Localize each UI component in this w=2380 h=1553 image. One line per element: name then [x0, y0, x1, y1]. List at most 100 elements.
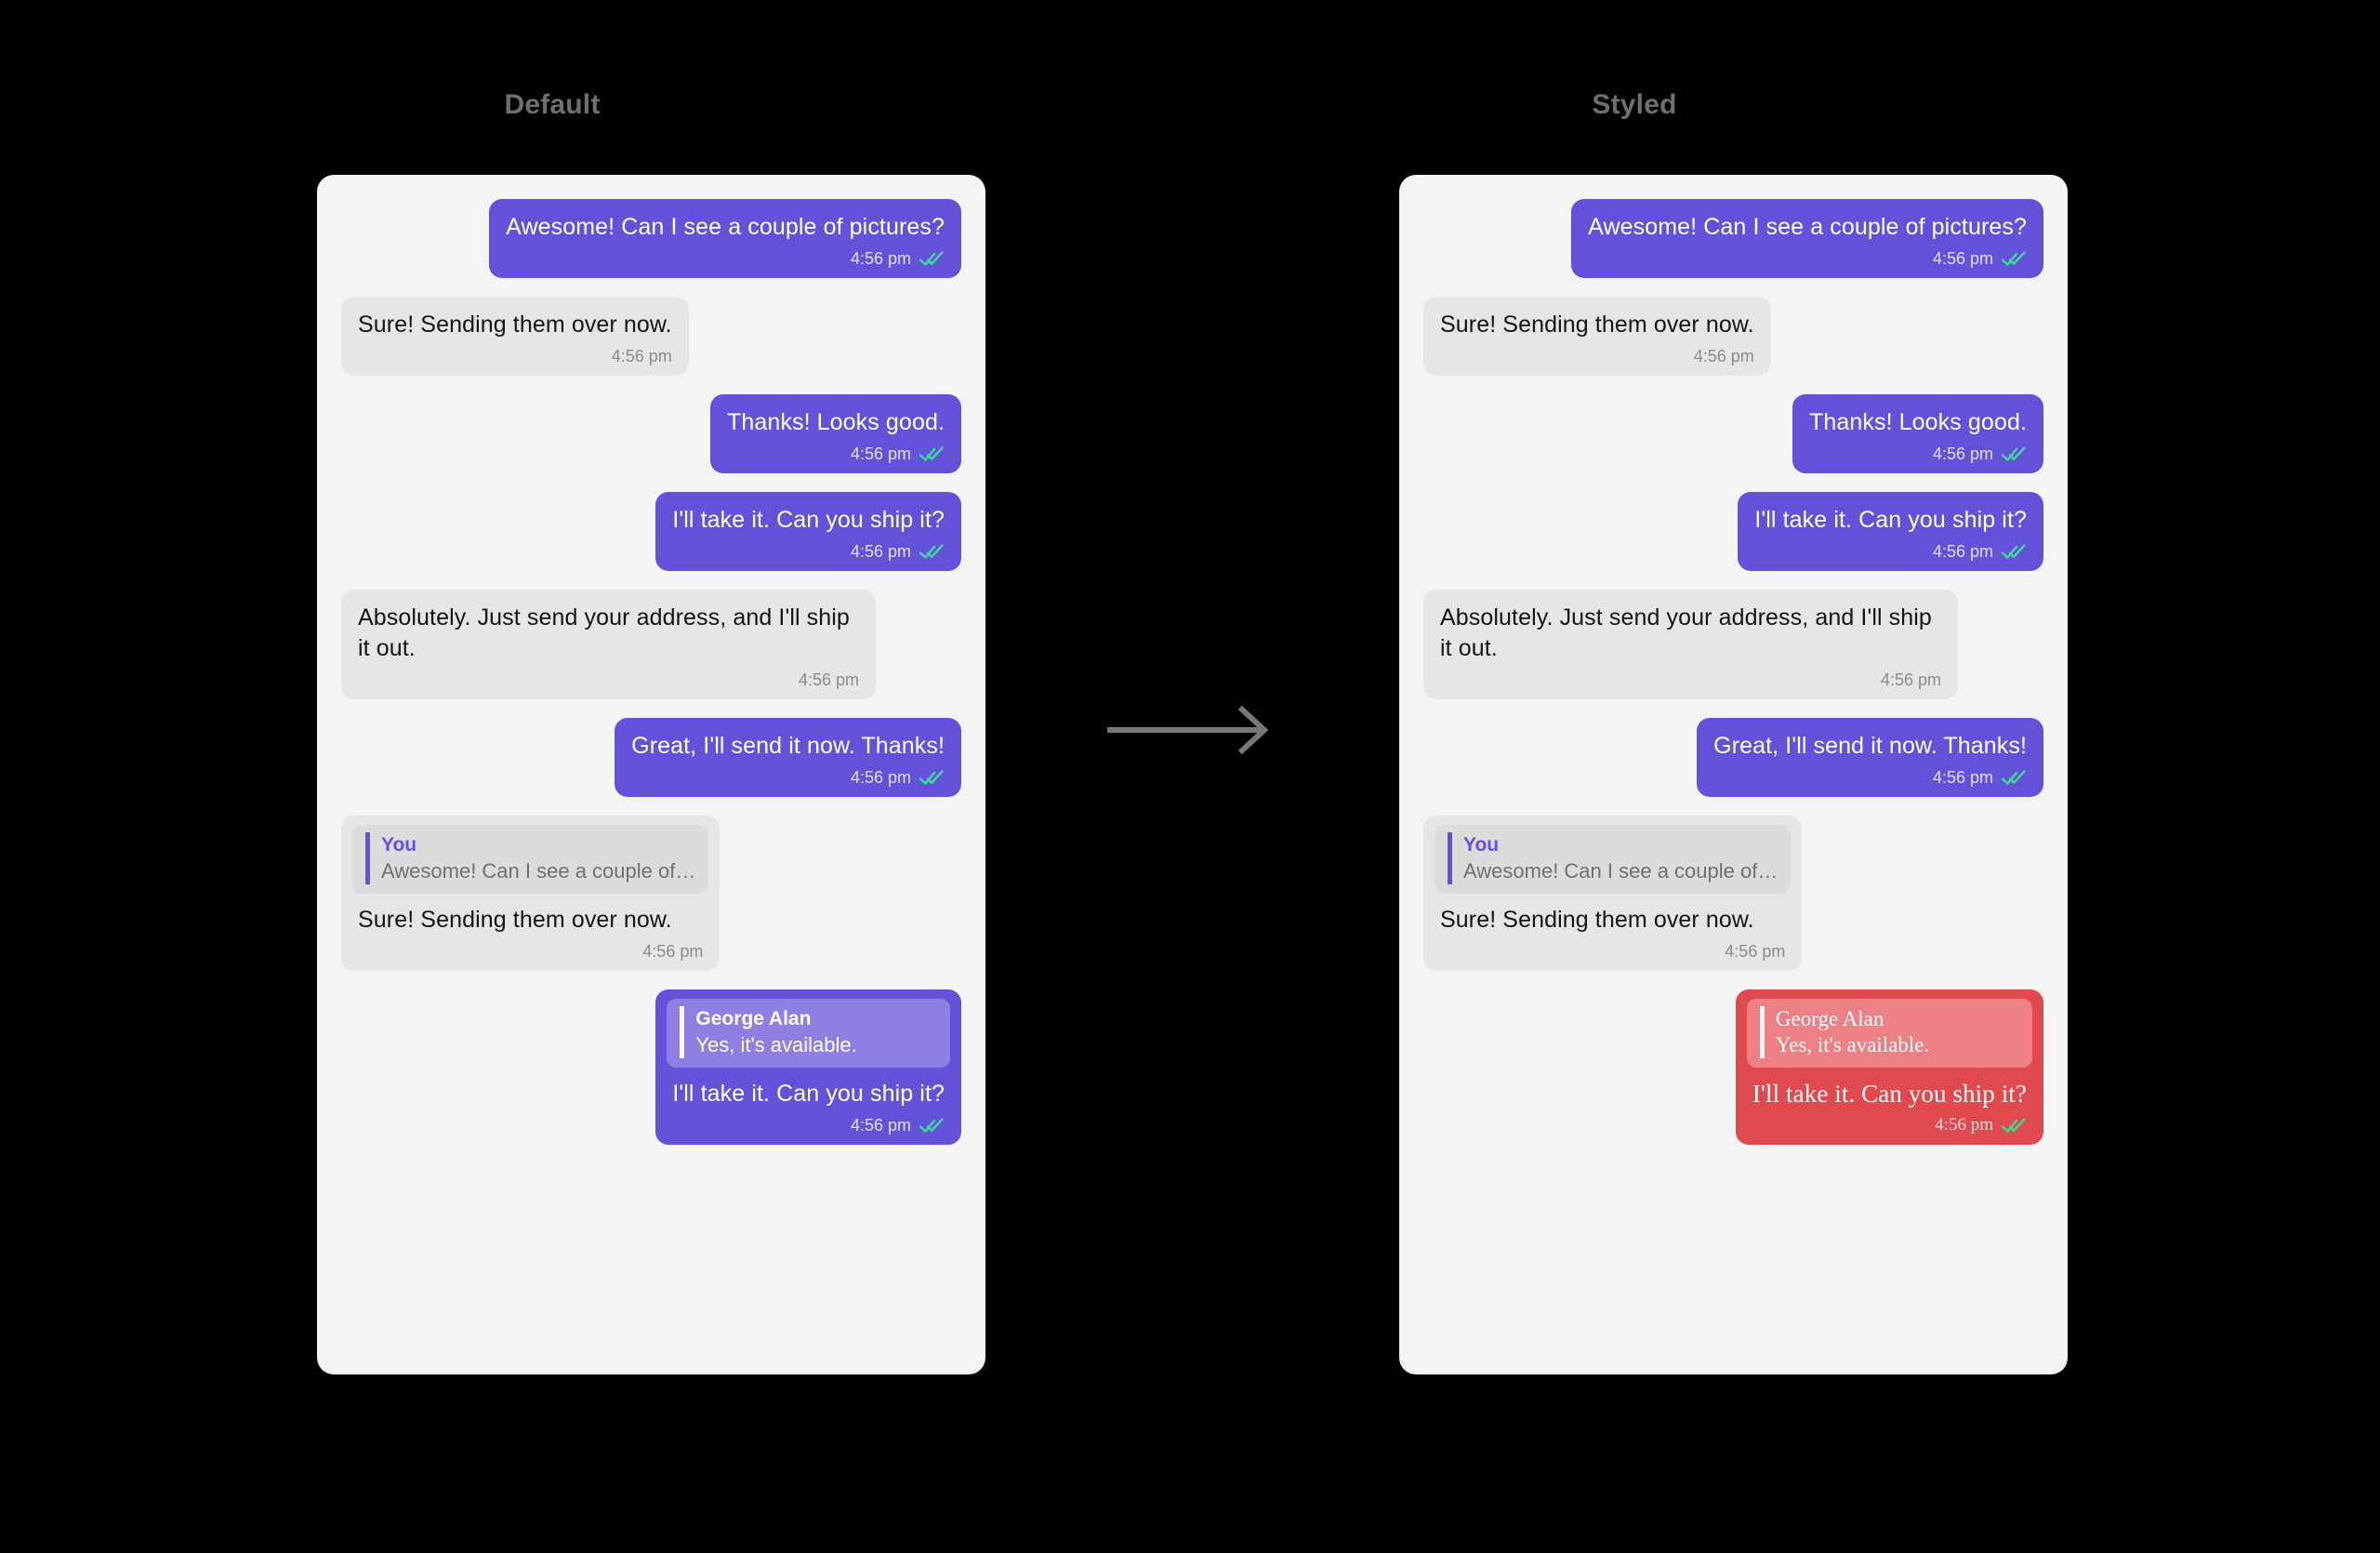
- message-text: Absolutely. Just send your address, and …: [358, 604, 856, 661]
- message-timestamp: 4:56 pm: [850, 542, 911, 561]
- message-meta: 4:56 pm: [1588, 248, 2027, 269]
- message-text: Thanks! Looks good.: [1809, 409, 2027, 435]
- message-row: Sure! Sending them over now. 4:56 pm: [1423, 297, 2043, 376]
- message-timestamp: 4:56 pm: [1725, 942, 1786, 961]
- message-row: Thanks! Looks good. 4:56 pm: [341, 394, 961, 473]
- message-meta: 4:56 pm: [358, 670, 859, 690]
- message-timestamp: 4:56 pm: [850, 1116, 911, 1135]
- message-timestamp: 4:56 pm: [1932, 445, 1993, 463]
- message-row: Great, I'll send it now. Thanks! 4:56 pm: [341, 718, 961, 797]
- read-receipt-double-check-icon: [919, 1118, 944, 1133]
- message-text: I'll take it. Can you ship it?: [672, 1081, 945, 1107]
- message-text: Sure! Sending them over now.: [1440, 907, 1754, 933]
- message-timestamp: 4:56 pm: [850, 768, 911, 787]
- message-text: Absolutely. Just send your address, and …: [1440, 604, 1938, 661]
- message-text: Great, I'll send it now. Thanks!: [631, 733, 945, 759]
- message-row: Sure! Sending them over now. 4:56 pm: [341, 297, 961, 376]
- message-timestamp: 4:56 pm: [1935, 1115, 1993, 1135]
- chat-panel-default[interactable]: Awesome! Can I see a couple of pictures?…: [317, 175, 985, 1374]
- outgoing-message-bubble[interactable]: I'll take it. Can you ship it? 4:56 pm: [1738, 492, 2043, 571]
- message-text: Awesome! Can I see a couple of pictures?: [1588, 214, 2027, 240]
- message-timestamp: 4:56 pm: [1880, 670, 1941, 689]
- incoming-message-bubble[interactable]: Sure! Sending them over now. 4:56 pm: [1423, 297, 1771, 376]
- panel-title-default: Default: [504, 89, 601, 120]
- message-row: Awesome! Can I see a couple of pictures?…: [1423, 199, 2043, 278]
- message-text: I'll take it. Can you ship it?: [1754, 507, 2027, 533]
- message-text: I'll take it. Can you ship it?: [672, 507, 945, 533]
- message-text: Thanks! Looks good.: [727, 409, 945, 435]
- message-meta: 4:56 pm: [1435, 941, 1791, 962]
- message-timestamp: 4:56 pm: [850, 249, 911, 268]
- read-receipt-double-check-icon: [2001, 544, 2026, 559]
- panel-title-styled: Styled: [1592, 89, 1677, 120]
- message-row: I'll take it. Can you ship it? 4:56 pm: [1423, 492, 2043, 571]
- quoted-reply-author: You: [1463, 834, 1500, 856]
- outgoing-message-bubble[interactable]: Great, I'll send it now. Thanks!4:56 pm: [1697, 718, 2043, 797]
- message-meta: 4:56 pm: [1713, 767, 2027, 788]
- message-timestamp: 4:56 pm: [642, 942, 704, 961]
- message-row: Thanks! Looks good. 4:56 pm: [1423, 394, 2043, 473]
- message-timestamp: 4:56 pm: [1932, 249, 1993, 268]
- outgoing-message-bubble[interactable]: Awesome! Can I see a couple of pictures?…: [489, 199, 961, 278]
- incoming-message-bubble[interactable]: Sure! Sending them over now. 4:56 pm: [341, 297, 689, 376]
- read-receipt-double-check-icon: [919, 446, 944, 461]
- message-timestamp: 4:56 pm: [611, 347, 672, 365]
- message-meta: 4:56 pm: [631, 767, 945, 788]
- message-timestamp: 4:56 pm: [1932, 768, 1993, 787]
- message-meta: 4:56 pm: [506, 248, 945, 269]
- outgoing-message-bubble[interactable]: Great, I'll send it now. Thanks! 4:56 pm: [615, 718, 961, 797]
- quoted-reply-preview: Yes, it's available.: [695, 1033, 857, 1056]
- arrow-right-icon: [1107, 705, 1269, 755]
- read-receipt-double-check-icon: [919, 251, 944, 266]
- quoted-reply-preview: Yes, it's available.: [1775, 1033, 1930, 1056]
- message-meta: 4:56 pm: [727, 444, 945, 464]
- message-timestamp: 4:56 pm: [798, 670, 859, 689]
- message-row: Great, I'll send it now. Thanks!4:56 pm: [1423, 718, 2043, 797]
- quoted-reply-author: George Alan: [695, 1008, 812, 1029]
- quoted-reply-author: You: [381, 834, 417, 856]
- message-meta: 4:56 pm: [1440, 670, 1941, 690]
- message-text: I'll take it. Can you ship it?: [1752, 1080, 2027, 1108]
- message-timestamp: 4:56 pm: [1932, 542, 1993, 561]
- message-timestamp: 4:56 pm: [1693, 347, 1754, 365]
- read-receipt-double-check-icon: [2001, 446, 2026, 461]
- outgoing-message-bubble[interactable]: Thanks! Looks good. 4:56 pm: [1792, 394, 2043, 473]
- message-text: Sure! Sending them over now.: [1440, 312, 1754, 338]
- read-receipt-double-check-icon: [2001, 251, 2026, 266]
- quoted-reply-preview: Awesome! Can I see a couple of…: [381, 859, 696, 883]
- message-row: I'll take it. Can you ship it? 4:56 pm: [341, 492, 961, 571]
- message-meta: 4:56 pm: [1754, 541, 2027, 562]
- outgoing-message-bubble[interactable]: Awesome! Can I see a couple of pictures?…: [1571, 199, 2043, 278]
- message-row: Absolutely. Just send your address, and …: [1423, 590, 2043, 699]
- message-text: Sure! Sending them over now.: [358, 312, 672, 338]
- message-row: Awesome! Can I see a couple of pictures?…: [341, 199, 961, 278]
- message-meta: 4:56 pm: [672, 541, 945, 562]
- read-receipt-double-check-icon: [919, 770, 944, 785]
- outgoing-message-bubble[interactable]: Thanks! Looks good. 4:56 pm: [710, 394, 961, 473]
- incoming-message-bubble[interactable]: Absolutely. Just send your address, and …: [1423, 590, 1958, 699]
- read-receipt-double-check-icon: [2001, 1118, 2026, 1133]
- outgoing-message-bubble[interactable]: I'll take it. Can you ship it? 4:56 pm: [655, 492, 961, 571]
- incoming-message-bubble[interactable]: Absolutely. Just send your address, and …: [341, 590, 876, 699]
- quoted-reply-author: George Alan: [1775, 1007, 1884, 1030]
- chat-panel-styled[interactable]: Awesome! Can I see a couple of pictures?…: [1399, 175, 2068, 1374]
- read-receipt-double-check-icon: [2001, 770, 2026, 785]
- message-meta: 4:56 pm: [1809, 444, 2027, 464]
